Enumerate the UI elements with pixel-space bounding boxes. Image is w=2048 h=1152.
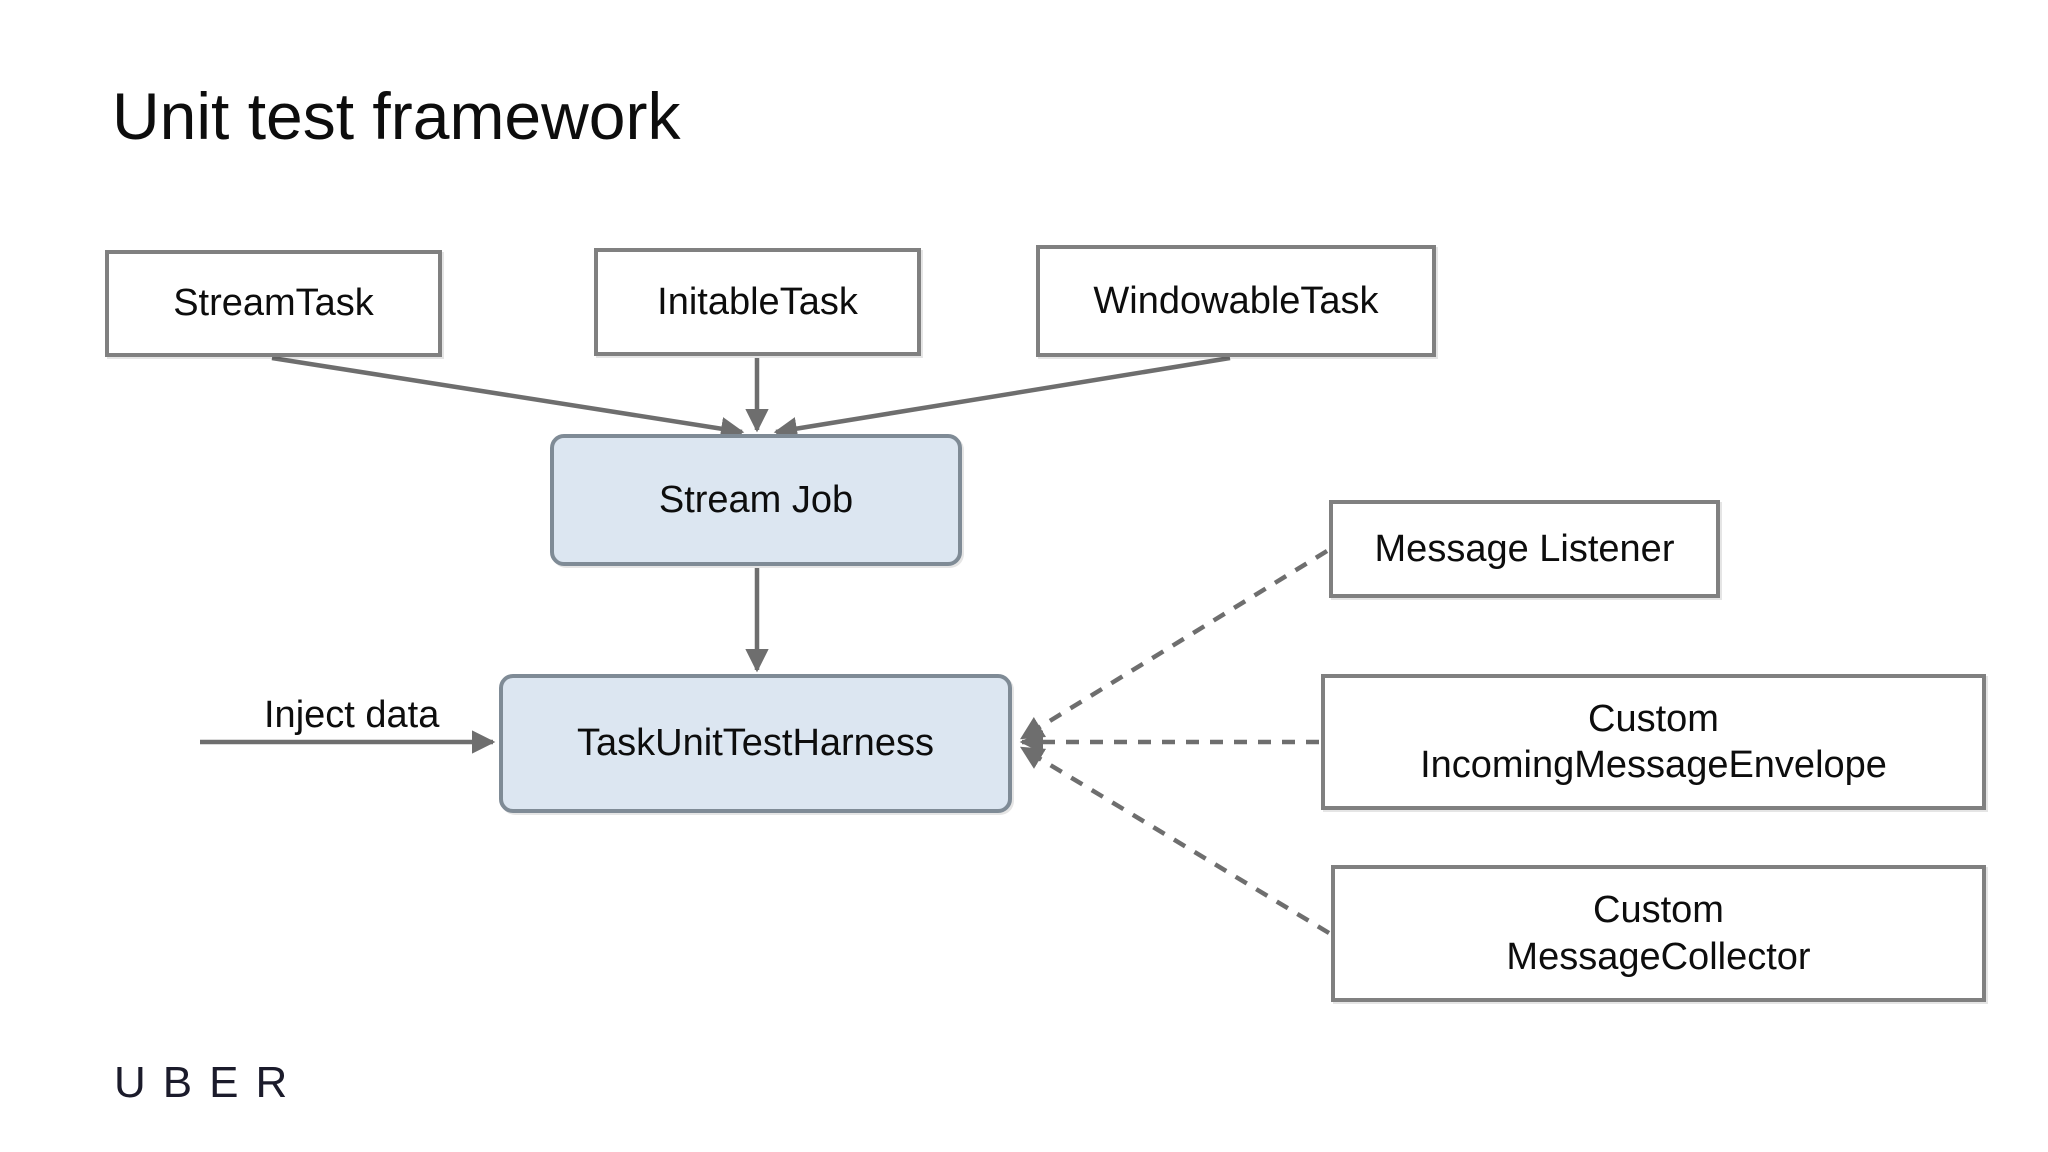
node-stream-job[interactable]: Stream Job	[550, 434, 962, 566]
node-message-listener[interactable]: Message Listener	[1329, 500, 1720, 598]
edge-streamtask-to-streamjob	[271, 355, 745, 441]
node-custom-messagecollector-line2: MessageCollector	[1506, 935, 1811, 978]
edge-windowabletask-to-streamjob	[773, 355, 1231, 441]
edge-message-listener-to-harness	[1020, 549, 1329, 740]
node-streamtask[interactable]: StreamTask	[105, 250, 442, 357]
edge-label-inject-data: Inject data	[264, 694, 440, 736]
node-initabletask[interactable]: InitableTask	[594, 248, 921, 356]
node-taskunittestharness[interactable]: TaskUnitTestHarness	[499, 674, 1012, 813]
node-custom-messagecollector-label: Custom MessageCollector	[1506, 887, 1810, 980]
node-custom-incomingmessageenvelope-label: Custom IncomingMessageEnvelope	[1420, 696, 1887, 789]
node-custom-incomingmessageenvelope-line2: IncomingMessageEnvelope	[1420, 744, 1887, 786]
node-windowabletask[interactable]: WindowableTask	[1036, 245, 1436, 357]
page-title: Unit test framework	[112, 79, 681, 153]
node-custom-incomingmessageenvelope-line1: Custom	[1588, 697, 1719, 740]
node-custom-incomingmessageenvelope[interactable]: Custom IncomingMessageEnvelope	[1321, 674, 1986, 810]
edge-custom-messagecollector-to-harness	[1019, 746, 1331, 935]
node-custom-messagecollector[interactable]: Custom MessageCollector	[1331, 865, 1986, 1002]
node-streamtask-label: StreamTask	[173, 282, 374, 325]
uber-logo: UBER	[114, 1058, 305, 1107]
node-taskunittestharness-label: TaskUnitTestHarness	[577, 722, 934, 765]
node-custom-messagecollector-line1: Custom	[1593, 889, 1724, 932]
node-stream-job-label: Stream Job	[658, 478, 854, 521]
node-initabletask-label: InitableTask	[657, 280, 858, 323]
node-windowabletask-label: WindowableTask	[1093, 279, 1379, 322]
node-message-listener-label: Message Listener	[1374, 527, 1675, 570]
